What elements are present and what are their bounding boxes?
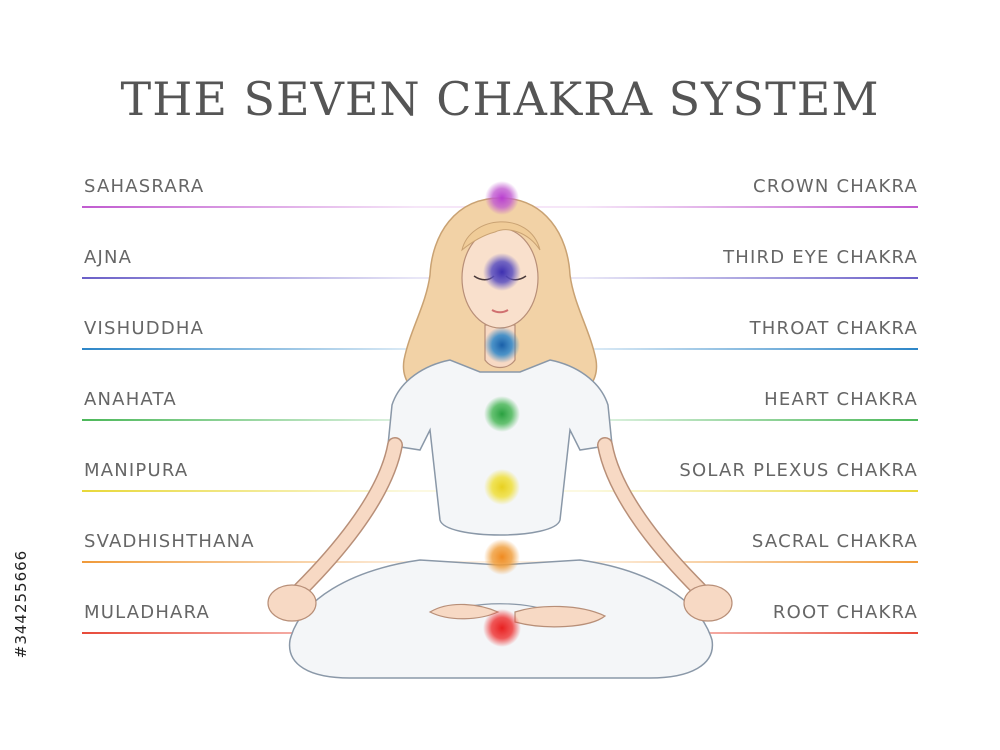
english-label: ROOT CHAKRA (772, 602, 918, 623)
root-chakra-dot (483, 609, 521, 647)
third-eye-chakra-dot (483, 253, 521, 291)
page-title: THE SEVEN CHAKRA SYSTEM (120, 72, 880, 126)
sanskrit-label: VISHUDDHA (84, 318, 205, 339)
heart-chakra-dot (484, 396, 520, 432)
english-label: SACRAL CHAKRA (751, 531, 918, 552)
sanskrit-label: AJNA (84, 247, 133, 268)
english-label: CROWN CHAKRA (753, 176, 918, 197)
english-label: HEART CHAKRA (764, 389, 918, 410)
stock-id-text: #344255666 (12, 549, 30, 659)
throat-chakra-dot (484, 327, 520, 363)
sanskrit-label: SAHASRARA (84, 176, 205, 197)
english-label: THIRD EYE CHAKRA (723, 247, 918, 268)
sanskrit-label: MANIPURA (84, 460, 189, 481)
sacral-chakra-dot (484, 539, 520, 575)
stock-id-label: #344255666 (6, 510, 30, 700)
sanskrit-label: MULADHARA (84, 602, 211, 623)
solar-plexus-chakra-dot (484, 469, 520, 505)
english-label: THROAT CHAKRA (749, 318, 918, 339)
crown-chakra-dot (485, 181, 519, 215)
english-label: SOLAR PLEXUS CHAKRA (679, 460, 918, 481)
sanskrit-label: SVADHISHTHANA (84, 531, 255, 552)
sanskrit-label: ANAHATA (84, 389, 177, 410)
